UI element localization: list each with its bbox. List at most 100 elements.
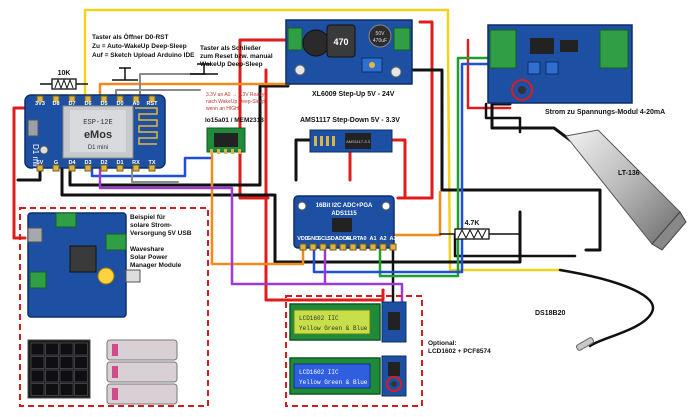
solar-note-line-2: solare Strom- — [130, 222, 172, 229]
relay-note-line-1: 3.3V an A0 → 3.3V Ready — [206, 92, 265, 98]
wire-red-a — [238, 84, 270, 200]
ams1117-chip-text: AMS1117-3.3 — [346, 139, 371, 144]
ads-pin-label: SCL — [318, 236, 330, 242]
ads-pin-pad — [299, 243, 307, 251]
wire-red-current — [466, 38, 512, 110]
ads-pin-pad — [329, 243, 337, 251]
wire-black-e — [484, 102, 522, 134]
solar-cell — [74, 383, 88, 396]
wire-blue-b — [312, 62, 492, 274]
wemos-bottom-pin-pad — [148, 164, 156, 172]
lcd-optional-line-1: Optional: — [428, 340, 457, 347]
waveshare-line-3: Manager Module — [130, 262, 182, 269]
label-deep-sleep-line-1: Taster als Öffner D0-RST — [92, 32, 168, 41]
wire-orange-c — [386, 190, 442, 237]
wemos-bottom-pin-pad — [52, 164, 60, 172]
solar-note-line-1: Beispiel für — [130, 214, 166, 221]
ads-pin-label: SDA — [327, 236, 339, 242]
solar-cell — [74, 356, 88, 369]
solar-note-line-3: Versorgung 5V USB — [130, 230, 192, 237]
wemos-chip-line-1: ESP-12E — [83, 119, 112, 127]
ads1115-board: 16Bit I2C ADC+PGA ADS1115 VDDGNDSCLSDAAD… — [293, 195, 397, 251]
lcd2-line-1: LCD1602 IIC — [299, 369, 339, 376]
wire-green-a — [378, 56, 492, 278]
waveshare-line-2: Solar Power — [130, 254, 168, 261]
solar-cell — [59, 383, 74, 396]
wemos-bottom-pin-pad — [100, 164, 108, 172]
label-reset-line-2: zum Reset bzw. manual — [200, 53, 273, 60]
wire-black-ds — [453, 233, 577, 258]
wemos-top-pin-label: A0 — [132, 101, 139, 107]
relay-note-line-2: nach WakeUp Deep-Sleep — [206, 99, 265, 105]
ams1117-stepdown-board: AMS1117-3.3 — [309, 129, 393, 153]
wemos-top-pin-pad — [84, 95, 92, 103]
lcd1-line-2: Yellow Green & Blue — [299, 325, 368, 332]
ads-pin-pad — [359, 243, 367, 251]
label-reset-line-3: WakeUp Deep-Sleep — [200, 61, 263, 68]
wire-red-b — [264, 68, 385, 302]
wire-gray-b — [131, 167, 179, 183]
wire-blue-a — [90, 156, 212, 178]
wemos-bottom-pin-label: D3 — [84, 160, 91, 166]
solar-cell — [30, 342, 45, 356]
wemos-top-pin-label: D6 — [84, 101, 91, 107]
solar-panel-cells — [30, 342, 88, 396]
solar-cell — [30, 383, 45, 396]
wemos-bottom-pin-label: D2 — [100, 160, 107, 166]
solar-cell — [45, 342, 59, 356]
solar-section — [19, 207, 209, 407]
lcd-optional-line-2: LCD1602 + PCF8574 — [428, 348, 491, 355]
ads-pin-label: A1 — [369, 236, 376, 242]
label-reset-line-1: Taster als Schließer — [200, 45, 261, 52]
ads-pin-label: ALRT — [346, 236, 361, 242]
solar-cell — [59, 342, 74, 356]
wire-orange-a — [98, 82, 292, 97]
ads-pin-pad — [319, 243, 327, 251]
wemos-bottom-pin-pad — [116, 164, 124, 172]
wire-red-c — [396, 20, 434, 200]
ads-pin-pad — [339, 243, 347, 251]
wemos-bottom-pin-pad — [132, 164, 140, 172]
wemos-bottom-pin-label: D1 — [116, 160, 123, 166]
wemos-top-pin-pad — [36, 95, 44, 103]
resistor-10k: 10K — [40, 70, 88, 90]
solar-cell — [45, 356, 59, 369]
solar-cell — [45, 383, 59, 396]
wemos-top-pin-pad — [132, 95, 140, 103]
relay-module-label: lo15a01 / MEM2313 — [205, 117, 264, 124]
waveshare-line-1: Waveshare — [130, 246, 164, 253]
wemos-bottom-pin-pad — [68, 164, 76, 172]
wire-black-c — [408, 68, 602, 252]
wire-red-stepup — [238, 38, 292, 88]
wemos-top-pin-label: D5 — [100, 101, 107, 107]
ads-pin-label: GND — [307, 236, 319, 242]
wemos-top-pin-label: RST — [147, 101, 159, 107]
lcd1-line-1: LCD1602 IIC — [299, 315, 339, 322]
resistor-10k-label: 10K — [58, 70, 71, 77]
wemos-top-pin-pad — [52, 95, 60, 103]
wire-gray-a — [139, 73, 206, 96]
wire-orange-b — [210, 138, 305, 266]
label-deep-sleep-line-3: Auf = Sketch Upload Arduino IDE — [92, 52, 195, 59]
lt136-label: LT-136 — [618, 170, 640, 177]
ads-pin-label: VDD — [297, 236, 309, 242]
solar-cell — [59, 356, 74, 369]
wire-4k7-right — [488, 233, 521, 263]
wire-yellow — [83, 8, 562, 272]
ads-pin-pad — [389, 243, 397, 251]
ads-pin-label: ADDR — [335, 236, 351, 242]
wemos-top-pin-label: D7 — [68, 101, 75, 107]
wemos-bottom-pin-label: RX — [132, 160, 140, 166]
current-voltage-module-board — [487, 24, 633, 104]
button-deep-sleep-symbol — [112, 67, 138, 81]
relay-module-board — [206, 127, 246, 154]
wire-black-b — [68, 84, 290, 187]
ads-pin-pad — [379, 243, 387, 251]
solar-cell — [74, 369, 88, 383]
wemos-top-pin-pad — [100, 95, 108, 103]
wemos-top-pin-label: D8 — [52, 101, 59, 107]
